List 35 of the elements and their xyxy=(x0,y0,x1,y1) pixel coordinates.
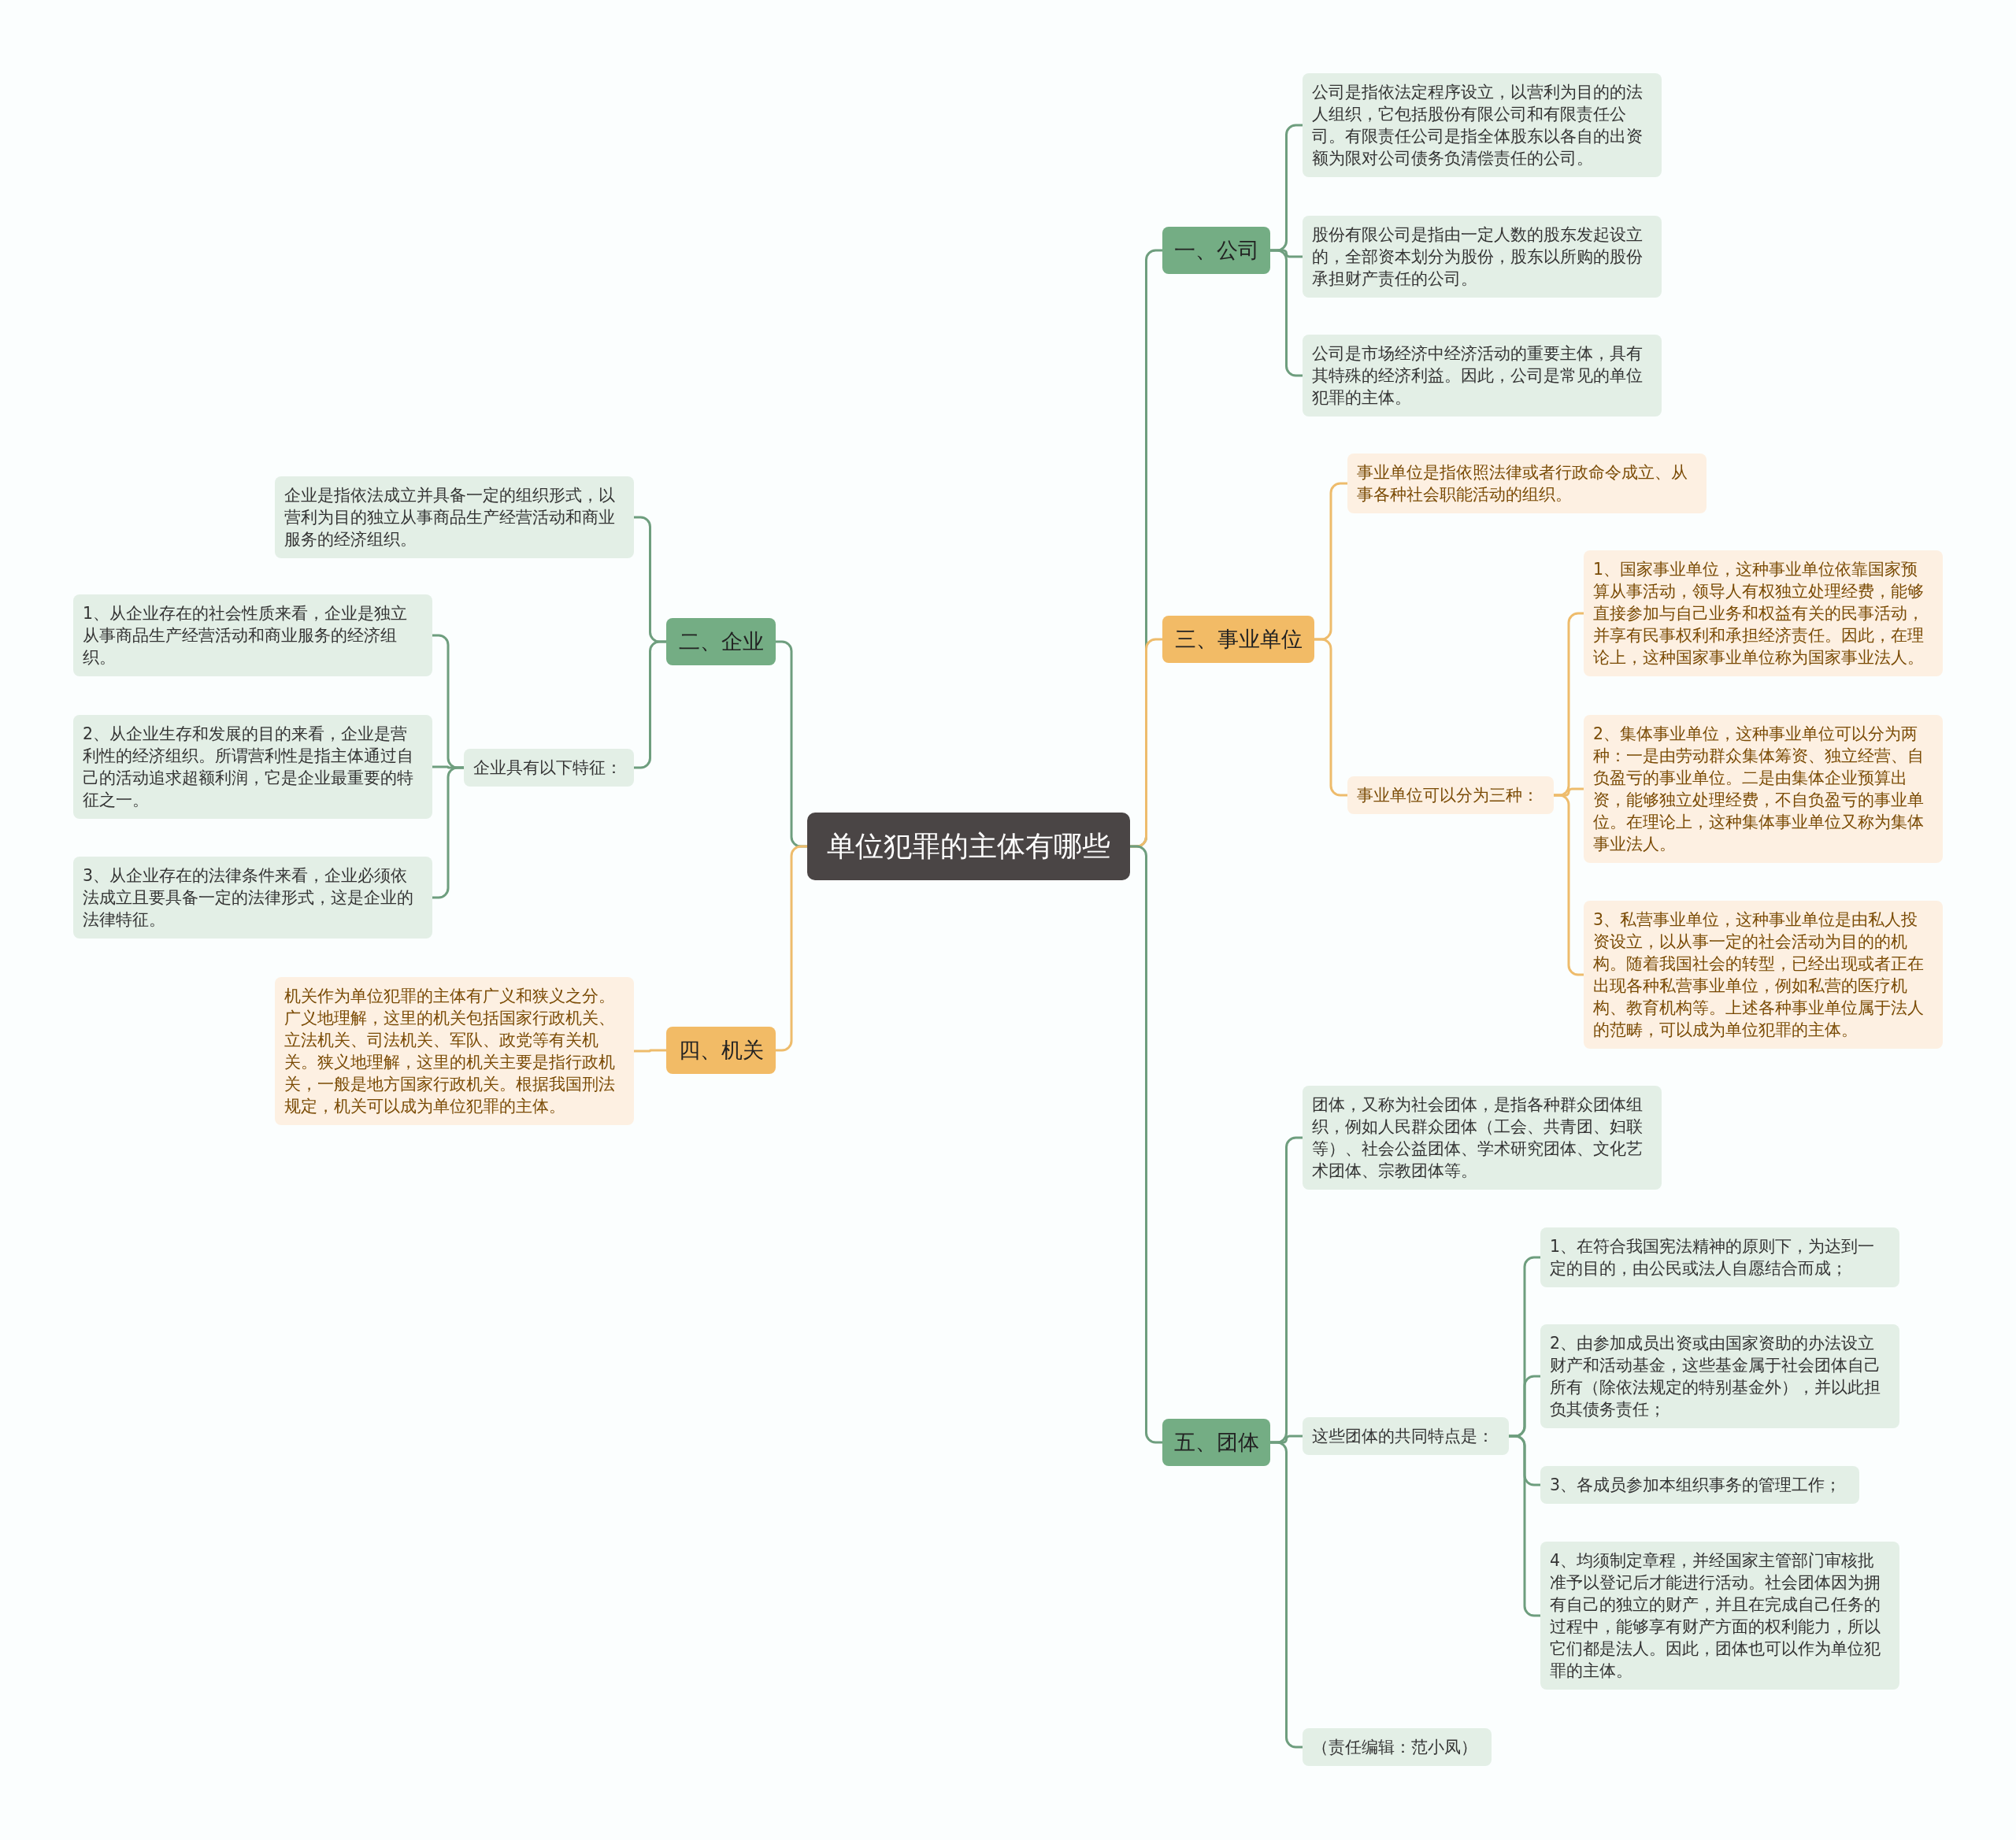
note-box: （责任编辑：范小凤） xyxy=(1303,1728,1492,1766)
note-box: 股份有限公司是指由一定人数的股东发起设立的，全部资本划分为股份，股东以所购的股份承担财产责任的公司。 xyxy=(1303,216,1662,298)
note-box: 2、由参加成员出资或由国家资助的办法设立财产和活动基金，这些基金属于社会团体自己所有（除依法规定的特别基金外），并以此担负其债务责任； xyxy=(1540,1324,1899,1428)
note-box: 1、在符合我国宪法精神的原则下，为达到一定的目的，由公民或法人自愿结合而成； xyxy=(1540,1227,1899,1287)
note-box: 1、从企业存在的社会性质来看，企业是独立从事商品生产经营活动和商业服务的经济组织。 xyxy=(73,594,432,676)
connector-line xyxy=(1509,1435,1540,1617)
branch-topic: 三、事业单位 xyxy=(1162,616,1314,663)
note-box: 机关作为单位犯罪的主体有广义和狭义之分。广义地理解，这里的机关包括国家行政机关、立法机关、司法机关、军队、政党等有关机关。狭义地理解，这里的机关主要是指行政机关，一般是地方国家行政机关。根据我国刑法规定，机关可以成为单位犯罪的主体。 xyxy=(275,977,634,1125)
connector-line xyxy=(432,766,464,899)
connector-line xyxy=(1270,1441,1303,1749)
connector-line xyxy=(1314,638,1347,797)
note-box: 企业是指依法成立并具备一定的组织形式，以营利为目的独立从事商品生产经营活动和商业服务的经济组织。 xyxy=(275,476,634,558)
note-box: 公司是指依法定程序设立，以营利为目的的法人组织，它包括股份有限公司和有限责任公司。有限责任公司是指全体股东以各自的出资额为限对公司债务负清偿责任的公司。 xyxy=(1303,73,1662,177)
note-box: 企业具有以下特征： xyxy=(464,749,634,787)
connector-line xyxy=(634,1049,666,1053)
branch-topic: 一、公司 xyxy=(1162,227,1270,274)
connector-line xyxy=(776,845,807,1052)
note-box: 这些团体的共同特点是： xyxy=(1303,1417,1509,1455)
branch-topic: 四、机关 xyxy=(666,1027,776,1074)
note-box: 2、从企业生存和发展的目的来看，企业是营利性的经济组织。所谓营利性是指主体通过自己的活动追求超额利润，它是企业最重要的特征之一。 xyxy=(73,715,432,819)
note-box: 2、集体事业单位，这种事业单位可以分为两种：一是由劳动群众集体筹资、独立经营、自负盈亏的事业单位。二是由集体企业预算出资，能够独立处理经费，不自负盈亏的事业单位。在理论上，这种集体事业单位又称为集体事业法人。 xyxy=(1584,715,1943,863)
note-box: 团体，又称为社会团体，是指各种群众团体组织，例如人民群众团体（工会、共青团、妇联等）、社会公益团体、学术研究团体、文化艺术团体、宗教团体等。 xyxy=(1303,1086,1662,1190)
note-box: 事业单位可以分为三种： xyxy=(1347,776,1554,814)
note-box: 3、私营事业单位，这种事业单位是由私人投资设立，以从事一定的社会活动为目的的机构。随着我国社会的转型，已经出现或者正在出现各种私营事业单位，例如私营的医疗机构、教育机构等。上述各种事业单位属于法人的范畴，可以成为单位犯罪的主体。 xyxy=(1584,901,1943,1049)
note-box: 事业单位是指依照法律或者行政命令成立、从事各种社会职能活动的组织。 xyxy=(1347,454,1707,513)
note-box: 1、国家事业单位，这种事业单位依靠国家预算从事活动，领导人有权独立处理经费，能够直接参加与自己业务和权益有关的民事活动，并享有民事权利和承担经济责任。因此，在理论上，这种国家事业单位称为国家事业法人。 xyxy=(1584,550,1943,676)
branch-topic: 五、团体 xyxy=(1162,1419,1270,1466)
note-box: 公司是市场经济中经济活动的重要主体，具有其特殊的经济利益。因此，公司是常见的单位犯罪的主体。 xyxy=(1303,335,1662,416)
branch-topic: 二、企业 xyxy=(666,618,776,665)
central-topic: 单位犯罪的主体有哪些 xyxy=(807,813,1130,880)
note-box: 3、各成员参加本组织事务的管理工作； xyxy=(1540,1466,1859,1504)
connector-line xyxy=(634,640,666,769)
note-box: 3、从企业存在的法律条件来看，企业必须依法成立且要具备一定的法律形式，这是企业的法律特征。 xyxy=(73,857,432,939)
connector-line xyxy=(1270,249,1303,377)
note-box: 4、均须制定章程，并经国家主管部门审核批准予以登记后才能进行活动。社会团体因为拥有自己的独立的财产，并且在完成自己任务的过程中，能够享有财产方面的权利能力，所以它们都是法人。因此，团体也可以作为单位犯罪的主体。 xyxy=(1540,1542,1899,1690)
